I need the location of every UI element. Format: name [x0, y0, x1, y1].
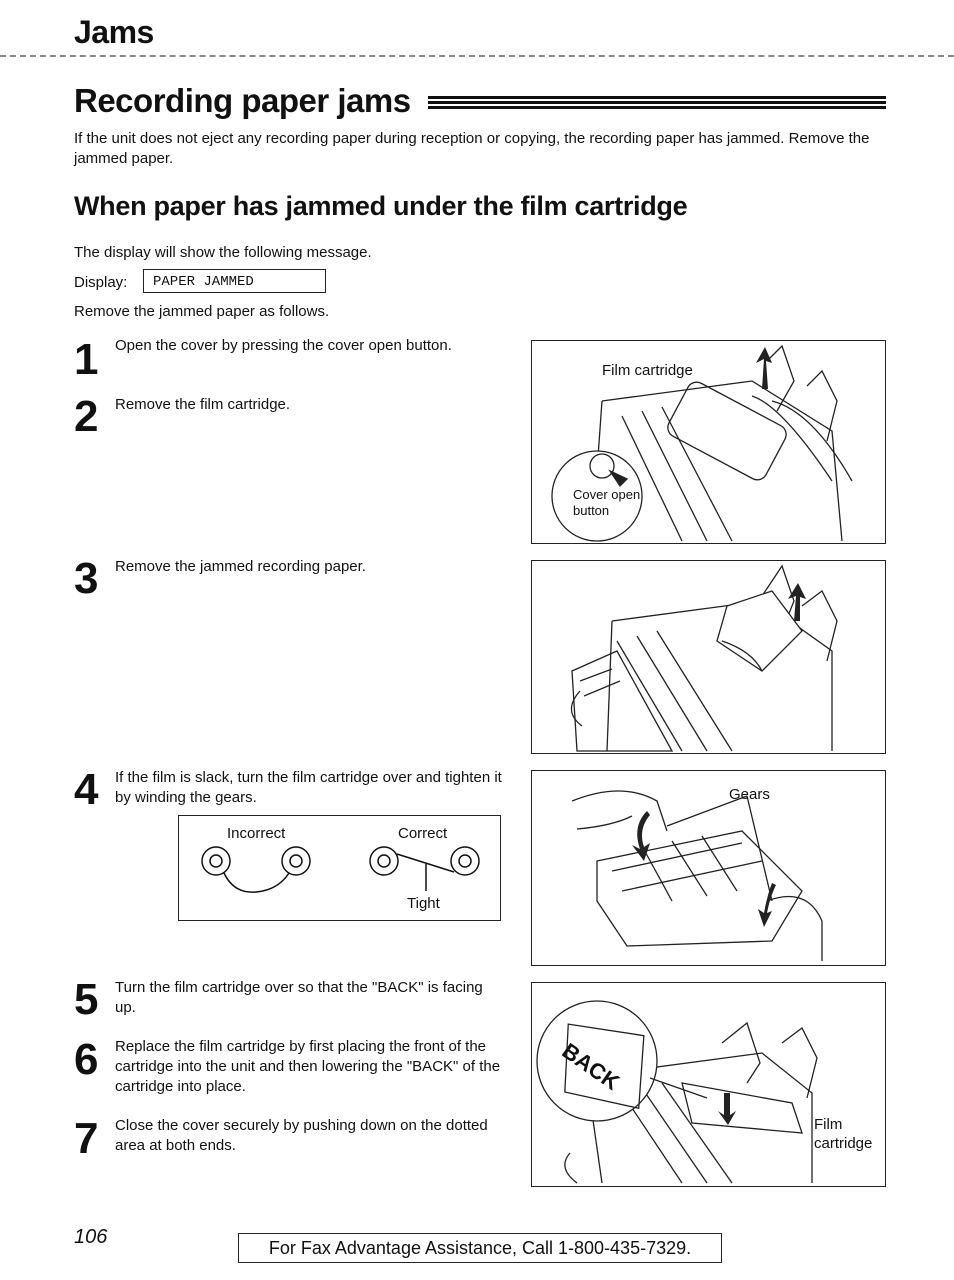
step-text: Remove the jammed recording paper.	[115, 558, 366, 575]
assistance-box: For Fax Advantage Assistance, Call 1-800…	[238, 1233, 722, 1263]
step-text: Turn the film cartridge over so that the…	[115, 979, 483, 1016]
header-divider	[0, 55, 954, 57]
fax-machine-illustration	[536, 1000, 818, 1184]
step-number: 3	[74, 554, 99, 603]
section-title: Jams	[74, 14, 154, 50]
figure-remove-paper	[531, 560, 886, 754]
lower-arrow-icon	[718, 1093, 736, 1125]
gear-rotate-arrow-icon	[632, 811, 650, 861]
step-number: 7	[74, 1114, 99, 1163]
intro-paragraph: If the unit does not eject any recording…	[74, 130, 870, 167]
display-message: PAPER JAMMED	[143, 269, 326, 293]
film-cartridge-label: Film cartridge	[814, 1116, 873, 1152]
step-text: Remove the film cartridge.	[115, 396, 291, 413]
step-number: 5	[74, 975, 99, 1024]
title-rule	[428, 96, 886, 116]
cover-open-button-label: Cover open button	[573, 487, 641, 518]
fax-machine-illustration	[570, 564, 838, 752]
film-cartridge-gears-illustration	[571, 790, 823, 961]
step-number: 6	[74, 1035, 99, 1084]
figure-wind-gears: Gears	[531, 770, 886, 966]
display-intro: The display will show the following mess…	[74, 244, 372, 261]
step-number: 2	[74, 392, 99, 441]
step-text: Close the cover securely by pushing down…	[115, 1117, 488, 1154]
step-text: Replace the film cartridge by first plac…	[115, 1038, 501, 1095]
incorrect-label: Incorrect	[227, 825, 286, 842]
lift-arrow-icon	[756, 347, 772, 389]
page-title: Recording paper jams	[74, 82, 411, 119]
step-number: 1	[74, 335, 99, 384]
page-number: 106	[74, 1226, 108, 1248]
figure-remove-cartridge: Film cartridge Cover open button	[531, 340, 886, 544]
gear-rotate-arrow-icon	[758, 883, 776, 927]
step-text: If the film is slack, turn the film cart…	[115, 769, 502, 806]
step-number: 4	[74, 765, 99, 814]
film-tension-diagram: Incorrect Correct Tight	[178, 815, 501, 921]
display-label: Display:	[74, 274, 128, 291]
film-tension-illustration	[201, 846, 480, 893]
film-cartridge-label: Film cartridge	[602, 362, 693, 379]
gears-label: Gears	[729, 786, 770, 803]
correct-label: Correct	[398, 825, 448, 842]
figure-replace-cartridge: BACK Film cartridge	[531, 982, 886, 1187]
tight-label: Tight	[407, 895, 440, 912]
step-text: Open the cover by pressing the cover ope…	[115, 337, 452, 354]
fax-machine-illustration	[551, 344, 853, 542]
remove-intro: Remove the jammed paper as follows.	[74, 303, 330, 320]
subheading: When paper has jammed under the film car…	[74, 191, 688, 221]
pull-arrow-icon	[788, 583, 806, 621]
